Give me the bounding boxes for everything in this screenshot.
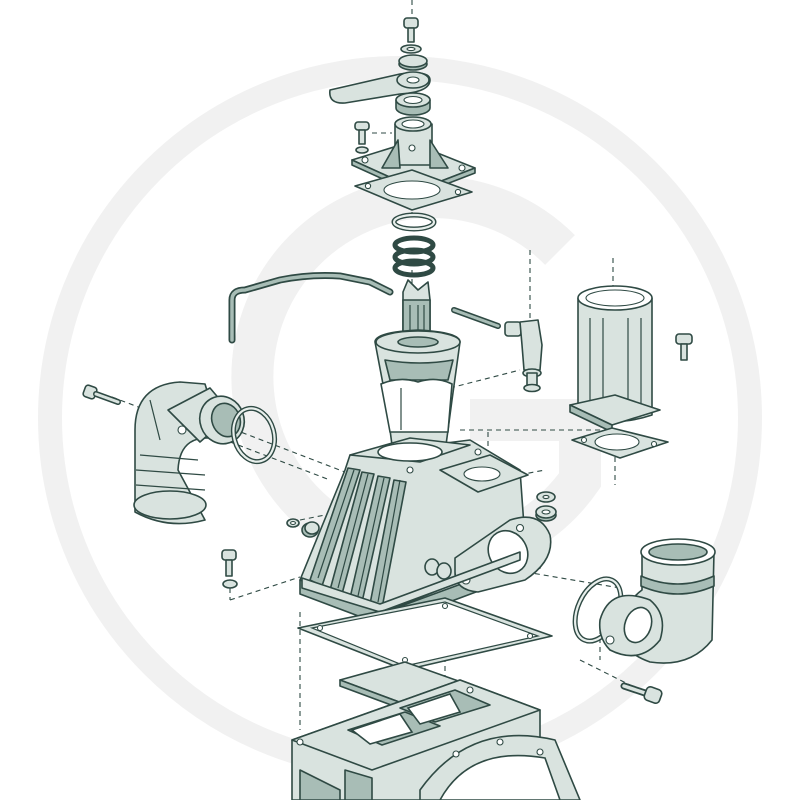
valve-housing-icon	[374, 329, 461, 446]
pump-body-icon	[299, 437, 552, 627]
base-gasket-icon	[297, 597, 553, 671]
outlet-elbow-icon	[598, 538, 716, 664]
drip-tube-icon	[228, 272, 394, 344]
side-screw-icon	[451, 307, 501, 329]
elbow-bolt-icon	[82, 384, 121, 405]
plug-icon	[221, 549, 452, 589]
elbow-o-ring-icon	[230, 405, 278, 465]
top-cap-icon	[398, 54, 428, 71]
lever-handle-icon	[328, 71, 431, 104]
inlet-elbow-icon	[133, 381, 246, 525]
bearing-ring-icon	[395, 92, 431, 116]
small-bolt-icon	[354, 121, 370, 154]
strainer-cartridge-icon	[569, 285, 661, 433]
top-screw-icon	[403, 17, 419, 43]
strainer-gasket-icon	[571, 427, 669, 459]
base-housing-icon	[291, 679, 581, 800]
valve-stem-icon	[504, 319, 543, 393]
nut-washer-icon	[286, 491, 557, 538]
outlet-bolt-icon	[620, 682, 663, 704]
top-washer-icon	[400, 44, 422, 54]
small-bolt-icon	[675, 333, 693, 361]
o-ring-stack-icon	[391, 212, 437, 278]
flange-gasket-icon	[354, 169, 473, 211]
